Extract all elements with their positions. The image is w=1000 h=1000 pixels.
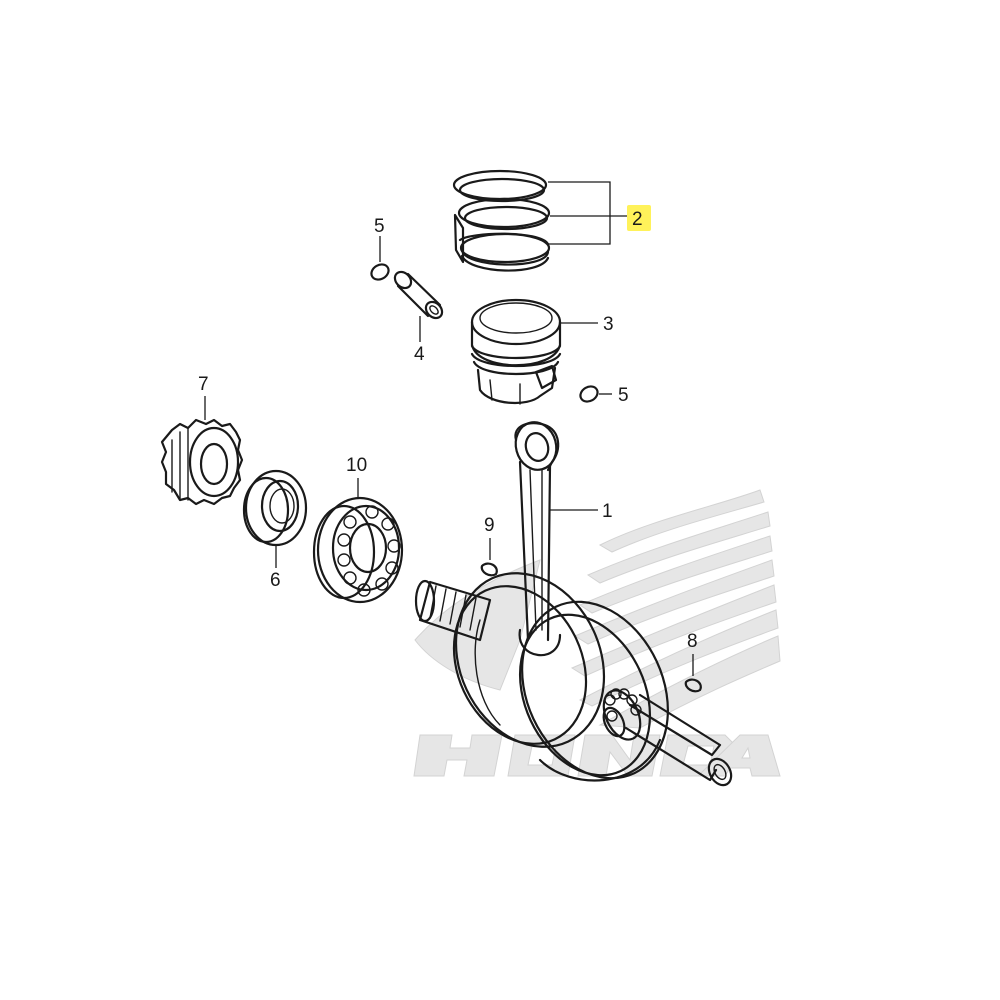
callout-5-upper: 5 bbox=[374, 216, 385, 237]
piston-ring-set bbox=[452, 169, 630, 272]
callout-6: 6 bbox=[270, 570, 281, 591]
drive-gear bbox=[160, 396, 244, 506]
callout-highlight bbox=[627, 205, 651, 231]
callout-8: 8 bbox=[687, 631, 698, 652]
callout-9: 9 bbox=[484, 515, 495, 536]
callout-4: 4 bbox=[414, 344, 425, 365]
callout-7: 7 bbox=[198, 374, 209, 395]
callout-1: 1 bbox=[602, 501, 613, 522]
callout-labels: 2 3 5 4 5 7 10 1 9 6 8 bbox=[198, 205, 698, 652]
piston-pin bbox=[393, 270, 444, 342]
pin-clip-lower bbox=[579, 385, 612, 403]
crankshaft-assembly bbox=[414, 421, 733, 787]
pin-clip-upper bbox=[370, 236, 390, 281]
honda-watermark bbox=[413, 489, 781, 777]
woodruff-key-8 bbox=[684, 654, 702, 693]
woodruff-key-9 bbox=[480, 538, 498, 577]
callout-10: 10 bbox=[346, 455, 367, 476]
ball-bearing bbox=[312, 478, 404, 604]
callout-5-lower: 5 bbox=[618, 385, 629, 406]
callout-3: 3 bbox=[603, 314, 614, 335]
callout-2: 2 bbox=[632, 209, 643, 230]
oil-seal bbox=[242, 469, 308, 568]
piston bbox=[470, 298, 598, 405]
wing-logo-icon bbox=[414, 489, 781, 729]
